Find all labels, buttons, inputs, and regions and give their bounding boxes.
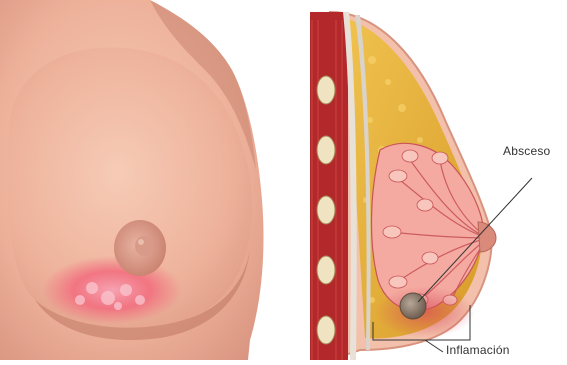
breast-exterior-view (0, 0, 264, 360)
breast-cross-section-view (310, 12, 496, 360)
abscess-label: Absceso (503, 144, 550, 158)
inflammation-callout-line (425, 340, 443, 352)
inflamed-skin-area (42, 256, 182, 324)
inflammation-label: Inflamación (446, 343, 510, 357)
nipple (135, 236, 153, 256)
